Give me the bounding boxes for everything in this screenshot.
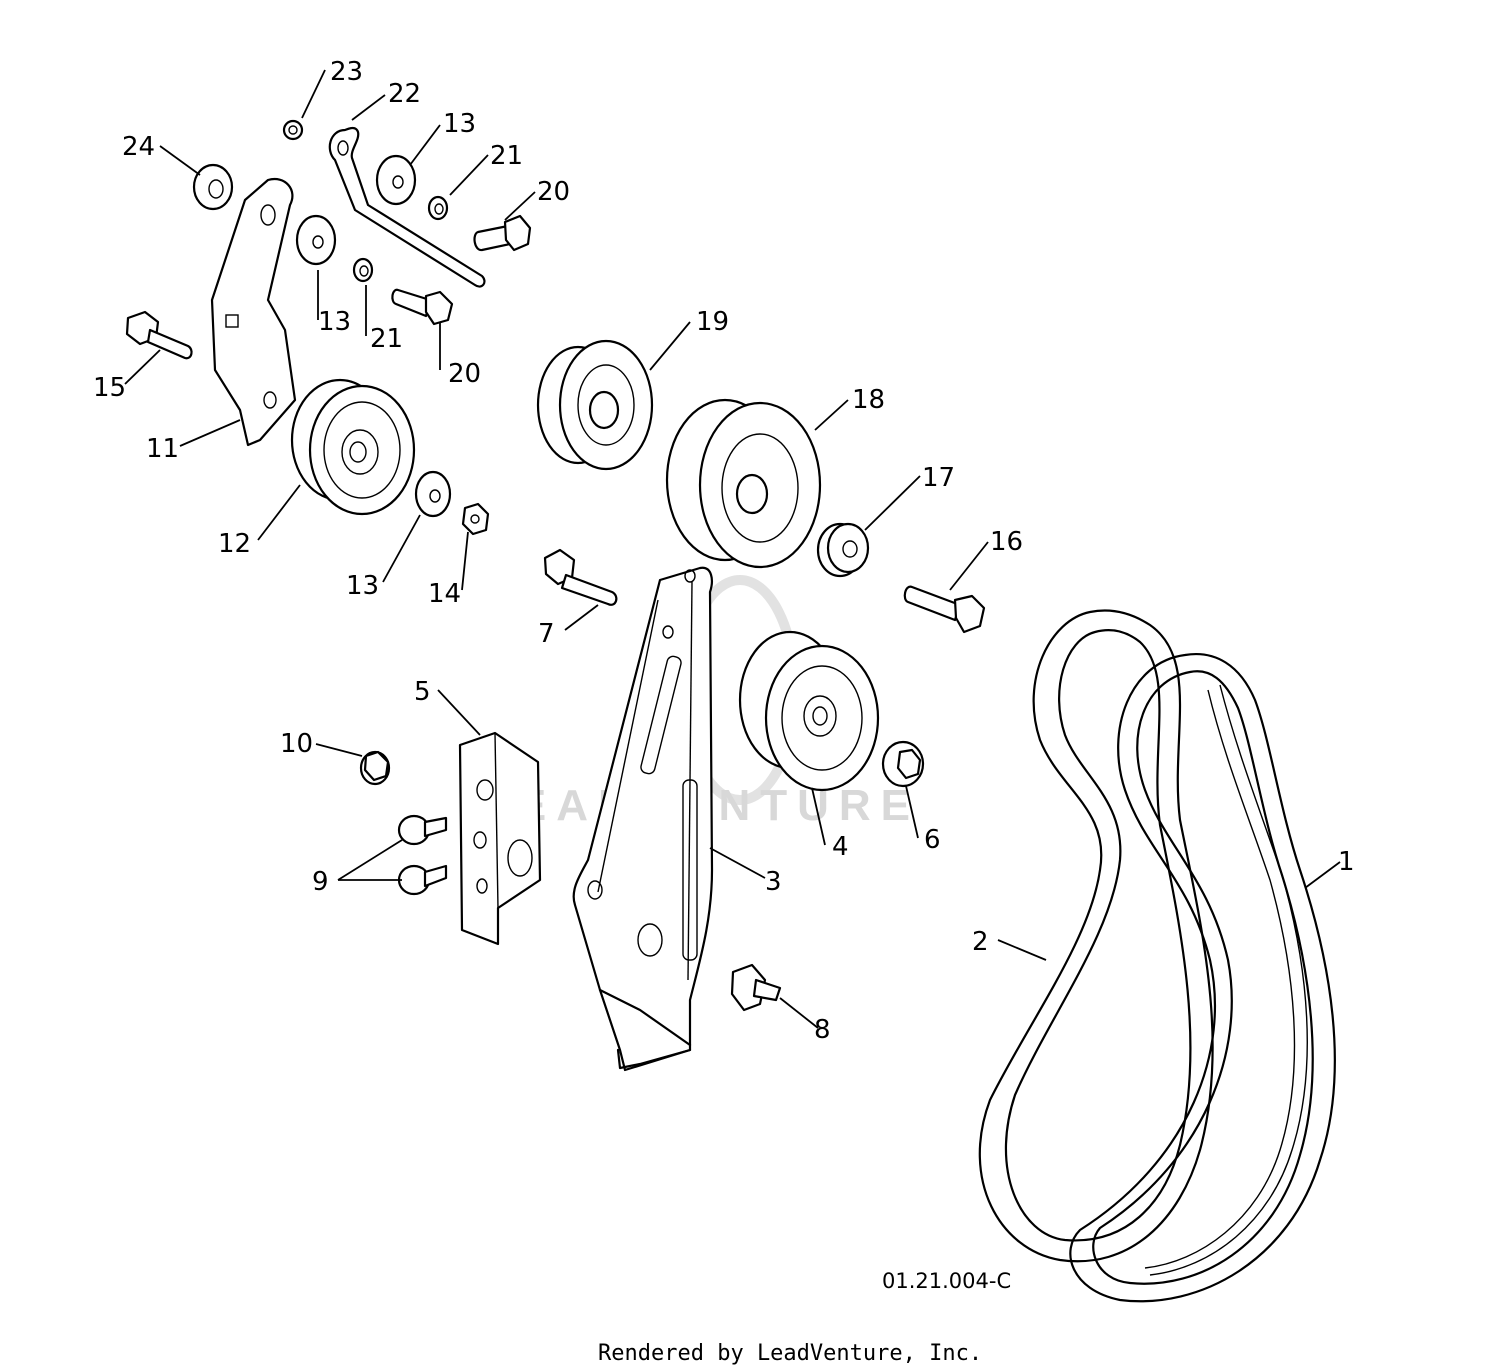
- part-22-rod: [328, 126, 486, 288]
- callout-1: 1: [1338, 847, 1355, 877]
- part-23-clip: [282, 119, 304, 141]
- callout-12: 12: [218, 529, 251, 559]
- part-10-nut: [359, 750, 391, 786]
- part-16-bolt: [903, 585, 986, 634]
- part-12-pulley: [290, 378, 416, 516]
- part-13-washer-middle: [295, 214, 337, 266]
- callout-22: 22: [388, 79, 421, 109]
- part-21-lockwasher-upper: [427, 195, 449, 221]
- callout-14: 14: [428, 579, 461, 609]
- part-15-bolt: [125, 310, 193, 360]
- callout-5: 5: [414, 677, 431, 707]
- part-24-washer: [192, 163, 234, 211]
- part-17-spacer: [816, 522, 870, 578]
- part-5-bracket: [458, 731, 542, 946]
- callout-7: 7: [538, 619, 555, 649]
- callout-6: 6: [924, 825, 941, 855]
- part-4-pulley: [738, 630, 880, 792]
- part-7-bolt: [543, 548, 618, 606]
- part-belts: [978, 609, 1336, 1303]
- credit-text: Rendered by LeadVenture, Inc.: [598, 1341, 982, 1366]
- callout-2: 2: [972, 927, 989, 957]
- part-21-lockwasher-middle: [352, 257, 374, 283]
- callout-19: 19: [696, 307, 729, 337]
- callout-20-upper: 20: [537, 177, 570, 207]
- callout-8: 8: [814, 1015, 831, 1045]
- callout-13-middle: 13: [318, 307, 351, 337]
- callout-17: 17: [922, 463, 955, 493]
- callout-3: 3: [765, 867, 782, 897]
- callout-16: 16: [990, 527, 1023, 557]
- callout-20-middle: 20: [448, 359, 481, 389]
- callout-15: 15: [93, 373, 126, 403]
- part-20-bolt-upper: [473, 214, 532, 252]
- part-6-nut: [881, 740, 925, 788]
- leader-lines: [124, 69, 1341, 1029]
- callout-18: 18: [852, 385, 885, 415]
- callout-24: 24: [122, 132, 155, 162]
- callout-9: 9: [312, 867, 329, 897]
- part-20-bolt-middle: [391, 288, 454, 326]
- part-9-screws: [397, 814, 448, 896]
- part-3-bracket: [572, 566, 714, 1072]
- callout-13-lower: 13: [346, 571, 379, 601]
- callout-11: 11: [146, 434, 179, 464]
- part-14-nut: [461, 502, 490, 536]
- callout-10: 10: [280, 729, 313, 759]
- callout-13-upper: 13: [443, 109, 476, 139]
- part-8-bolt: [730, 963, 782, 1012]
- callout-21-middle: 21: [370, 324, 403, 354]
- part-18-pulley: [665, 398, 822, 569]
- part-11-bracket: [210, 177, 297, 447]
- callout-21-upper: 21: [490, 141, 523, 171]
- part-13-washer-upper: [375, 154, 417, 206]
- drawing-code: 01.21.004-C: [882, 1269, 1011, 1293]
- callout-23: 23: [330, 57, 363, 87]
- part-13-washer-lower: [414, 470, 452, 518]
- part-19-pulley: [536, 339, 654, 471]
- callout-4: 4: [832, 832, 849, 862]
- callout-numbers: 23 22 13 21 20 24 13 21 20 15 11 12 13 1…: [93, 57, 1355, 1045]
